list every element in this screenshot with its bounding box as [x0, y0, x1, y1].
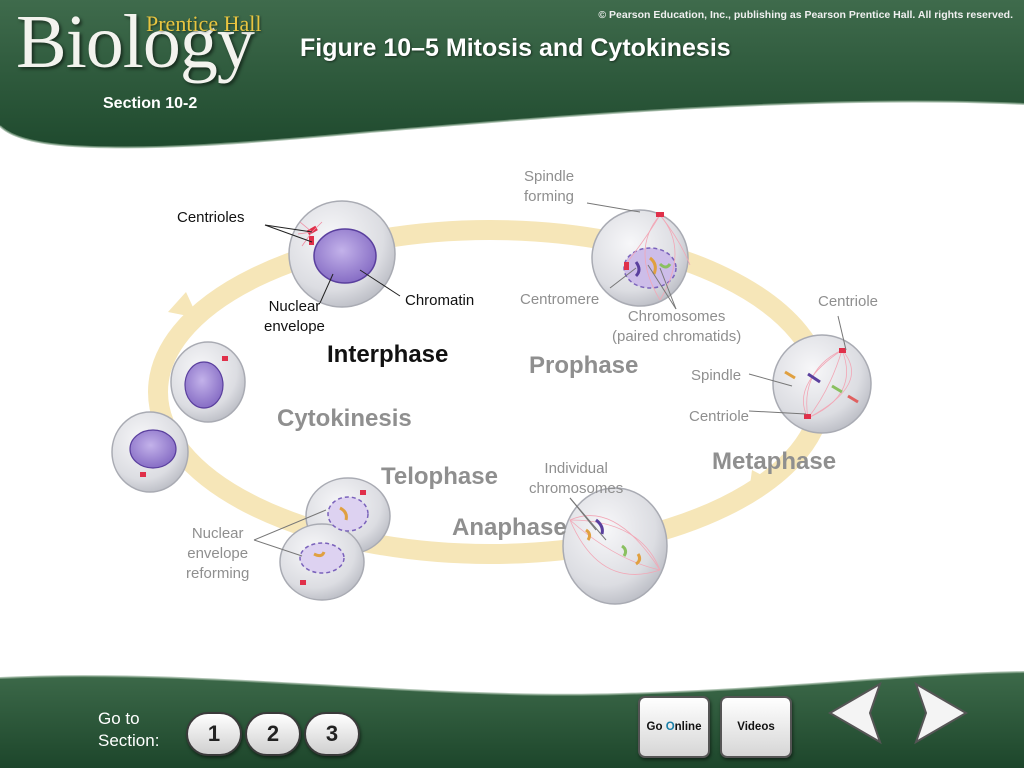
label-individual-chromosomes: Individual chromosomes [529, 460, 624, 497]
cytokinesis-cells [111, 341, 246, 493]
label-centromere: Centromere [520, 291, 600, 308]
logo-biology: Biology [16, 0, 255, 84]
section-3-button[interactable]: 3 [304, 712, 360, 756]
telophase-cell [279, 477, 391, 601]
section-1-button[interactable]: 1 [186, 712, 242, 756]
phase-cytokinesis: Cytokinesis [277, 405, 412, 432]
header-banner: Biology Prentice Hall © Pearson Educatio… [0, 0, 1024, 160]
header-background [0, 0, 1024, 149]
label-centriole-top: Centriole [818, 293, 879, 310]
forward-arrow-icon [914, 681, 968, 745]
label-spindle: Spindle [691, 367, 742, 384]
phase-metaphase: Metaphase [712, 448, 837, 475]
label-chromatin: Chromatin [405, 292, 475, 309]
prophase-cell [591, 209, 691, 307]
footer-bar: Go to Section: 1 2 3 Go Online Videos [0, 660, 1024, 768]
interphase-cell [288, 200, 396, 308]
logo-prentice-hall: Prentice Hall [146, 11, 262, 36]
copyright-notice: © Pearson Education, Inc., publishing as… [598, 9, 1013, 21]
label-centrioles: Centrioles [177, 209, 245, 226]
phase-anaphase: Anaphase [452, 514, 567, 541]
label-nuclear-envelope: Nuclear envelope [264, 298, 325, 335]
page-title: Figure 10–5 Mitosis and Cytokinesis [300, 34, 731, 62]
leader-lines-light [253, 202, 847, 557]
label-spindle-forming: Spindle forming [524, 168, 575, 205]
anaphase-cell [562, 487, 668, 605]
leader-lines-dark [264, 224, 401, 304]
goto-section-label: Go to Section: [98, 709, 160, 750]
phase-prophase: Prophase [529, 352, 639, 379]
metaphase-cell [772, 334, 872, 434]
videos-button[interactable]: Videos [720, 696, 792, 758]
label-centriole-bottom: Centriole [689, 408, 750, 425]
go-online-button[interactable]: Go Online [638, 696, 710, 758]
label-nuclear-envelope-reforming: Nuclear envelope reforming [186, 525, 250, 582]
label-chromosomes: Chromosomes (paired chromatids) [612, 308, 742, 345]
section-2-button[interactable]: 2 [245, 712, 301, 756]
phase-telophase: Telophase [381, 463, 498, 490]
section-label: Section 10-2 [103, 95, 198, 112]
phase-interphase: Interphase [327, 341, 449, 368]
back-arrow-icon [828, 681, 882, 745]
cycle-ring [148, 220, 832, 564]
